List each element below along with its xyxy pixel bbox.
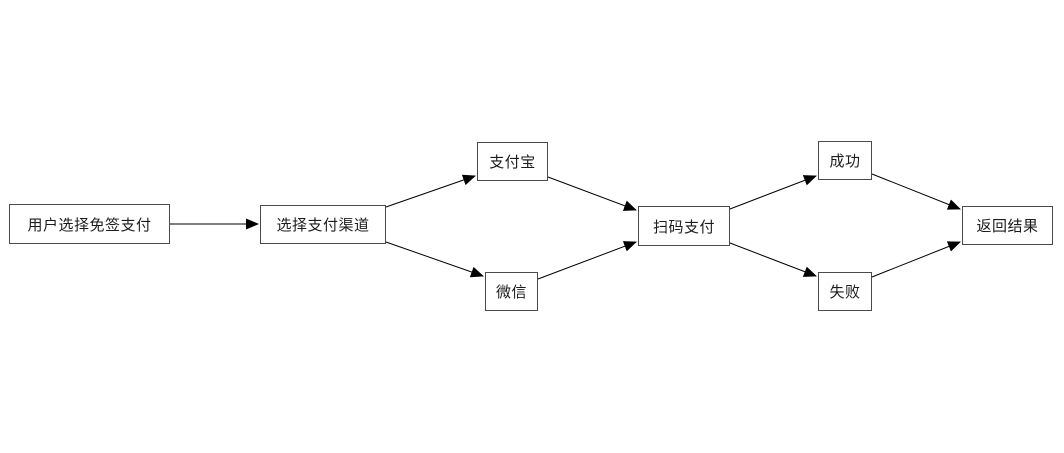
- node-fail: 失败: [818, 272, 872, 311]
- edge-alipay-to-scan-pay: [547, 176, 637, 211]
- node-user-select: 用户选择免签支付: [9, 204, 170, 244]
- node-select-channel: 选择支付渠道: [260, 205, 386, 244]
- edge-success-to-return-result: [871, 173, 961, 210]
- node-alipay: 支付宝: [477, 142, 548, 181]
- node-return-result: 返回结果: [962, 206, 1053, 245]
- node-success: 成功: [818, 141, 872, 180]
- edge-scan-pay-to-success: [729, 175, 817, 210]
- edge-fail-to-return-result: [871, 241, 961, 278]
- edge-select-channel-to-wechat: [385, 241, 484, 278]
- node-scan-pay: 扫码支付: [638, 206, 730, 246]
- edge-select-channel-to-alipay: [385, 174, 476, 208]
- edge-wechat-to-scan-pay: [537, 241, 637, 280]
- node-wechat: 微信: [485, 272, 538, 311]
- edge-scan-pay-to-fail: [729, 242, 817, 277]
